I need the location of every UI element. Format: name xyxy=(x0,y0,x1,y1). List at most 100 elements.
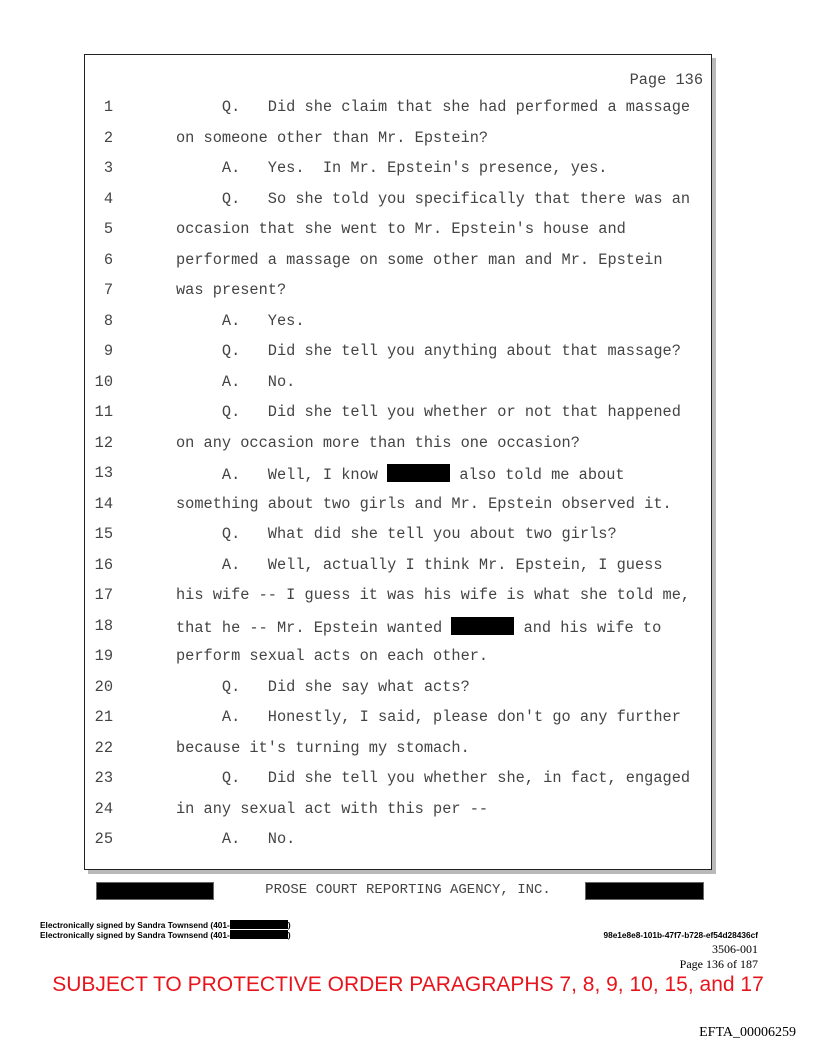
transcript-page: Page 136 1 Q. Did she claim that she had… xyxy=(84,54,712,870)
transcript-line: 11 Q. Did she tell you whether or not th… xyxy=(85,403,711,423)
line-text: something about two girls and Mr. Epstei… xyxy=(176,495,672,513)
line-text-segment: on any occasion more than this one occas… xyxy=(176,433,580,452)
line-text: A. Honestly, I said, please don't go any… xyxy=(176,708,681,726)
line-text: on someone other than Mr. Epstein? xyxy=(176,129,488,147)
transcript-line: 10 A. No. xyxy=(85,373,711,393)
line-number: 16 xyxy=(94,555,113,574)
line-number: 6 xyxy=(103,250,113,269)
page-header: Page 136 xyxy=(629,71,703,89)
line-text-segment: A. Honestly, I said, please don't go any… xyxy=(176,708,681,726)
document-hash: 98e1e8e8-101b-47f7-b728-ef54d28436cf xyxy=(603,930,758,940)
line-text: Q. So she told you specifically that the… xyxy=(176,190,690,208)
line-number: 25 xyxy=(94,830,113,848)
transcript-line: 4 Q. So she told you specifically that t… xyxy=(85,190,711,210)
line-text-segment: A. Well, actually I think Mr. Epstein, I… xyxy=(176,555,663,574)
transcript-line: 16 A. Well, actually I think Mr. Epstein… xyxy=(85,556,711,576)
signature-suffix: ) xyxy=(287,920,291,930)
case-number: 3506-001 xyxy=(712,942,758,956)
line-number: 2 xyxy=(103,128,113,147)
transcript-line: 9 Q. Did she tell you anything about tha… xyxy=(85,342,711,362)
line-text-segment: in any sexual act with this per -- xyxy=(176,799,489,818)
line-number: 3 xyxy=(103,159,113,177)
line-text: A. Yes. In Mr. Epstein's presence, yes. xyxy=(176,159,608,177)
line-text: A. Well, I know also told me about xyxy=(176,464,625,484)
line-text-segment: and his wife to xyxy=(514,618,662,637)
protective-order-notice: SUBJECT TO PROTECTIVE ORDER PARAGRAPHS 7… xyxy=(52,973,764,996)
line-text: A. Well, actually I think Mr. Epstein, I… xyxy=(176,556,663,574)
bates-number: EFTA_00006259 xyxy=(699,1025,796,1040)
transcript-line: 23 Q. Did she tell you whether she, in f… xyxy=(85,769,711,789)
transcript-line: 20 Q. Did she say what acts? xyxy=(85,678,711,698)
line-number: 13 xyxy=(94,464,113,482)
line-number: 1 xyxy=(103,98,113,116)
line-text: that he -- Mr. Epstein wanted and his wi… xyxy=(176,616,662,637)
transcript-line: 13 A. Well, I know also told me about xyxy=(85,464,711,484)
signature-line: Electronically signed by Sandra Townsend… xyxy=(40,920,291,930)
transcript-line: 21 A. Honestly, I said, please don't go … xyxy=(85,708,711,728)
line-text-segment: performed a massage on some other man an… xyxy=(176,250,663,269)
signature-text: Electronically signed by Sandra Townsend… xyxy=(40,930,230,940)
transcript-line: 8 A. Yes. xyxy=(85,312,711,332)
transcript-line: 6 performed a massage on some other man a… xyxy=(85,251,711,271)
transcript-line: 18 that he -- Mr. Epstein wanted and his … xyxy=(85,616,711,637)
line-text: was present? xyxy=(176,281,286,299)
line-text: occasion that she went to Mr. Epstein's … xyxy=(176,220,626,238)
line-text: perform sexual acts on each other. xyxy=(176,647,488,665)
redaction-box xyxy=(585,882,704,900)
line-text-segment: also told me about xyxy=(450,466,625,484)
line-text-segment: on someone other than Mr. Epstein? xyxy=(176,128,489,147)
line-text-segment: Q. Did she tell you anything about that … xyxy=(176,342,681,360)
signature-text: Electronically signed by Sandra Townsend… xyxy=(40,920,230,930)
line-text: Q. Did she say what acts? xyxy=(176,678,470,696)
line-text-segment: perform sexual acts on each other. xyxy=(176,647,489,665)
line-text: his wife -- I guess it was his wife is w… xyxy=(176,586,690,604)
line-text: Q. Did she tell you anything about that … xyxy=(176,342,681,360)
line-number: 9 xyxy=(103,342,113,360)
line-number: 21 xyxy=(94,708,113,726)
line-text-segment: A. Well, I know xyxy=(176,466,388,484)
line-text-segment: Q. What did she tell you about two girls… xyxy=(176,525,617,543)
line-number: 22 xyxy=(94,738,113,757)
line-number: 5 xyxy=(103,220,113,238)
transcript-line: 2 on someone other than Mr. Epstein? xyxy=(85,129,711,149)
line-text-segment: his wife -- I guess it was his wife is w… xyxy=(176,586,691,604)
transcript-line: 3 A. Yes. In Mr. Epstein's presence, yes… xyxy=(85,159,711,179)
line-text-segment: occasion that she went to Mr. Epstein's … xyxy=(176,220,626,238)
line-text: performed a massage on some other man an… xyxy=(176,251,663,269)
transcript-line: 14 something about two girls and Mr. Epst… xyxy=(85,495,711,515)
line-number: 8 xyxy=(103,311,113,330)
line-number: 4 xyxy=(103,189,113,208)
line-text: A. No. xyxy=(176,373,295,391)
signature-line: Electronically signed by Sandra Townsend… xyxy=(40,930,291,940)
line-text: Q. Did she tell you whether or not that … xyxy=(176,403,681,421)
line-text: A. Yes. xyxy=(176,312,305,330)
transcript-line: 22 because it's turning my stomach. xyxy=(85,739,711,759)
line-text-segment: because it's turning my stomach. xyxy=(176,738,470,757)
line-text-segment: something about two girls and Mr. Epstei… xyxy=(176,494,672,513)
line-text: A. No. xyxy=(176,830,295,848)
line-text: Q. Did she tell you whether she, in fact… xyxy=(176,769,690,787)
line-number: 18 xyxy=(94,616,113,635)
line-number: 20 xyxy=(94,677,113,696)
redaction-box xyxy=(229,920,288,929)
transcript-line: 5 occasion that she went to Mr. Epstein's… xyxy=(85,220,711,240)
transcript-line: 1 Q. Did she claim that she had performe… xyxy=(85,98,711,118)
line-text-segment: A. Yes. xyxy=(176,311,305,330)
line-text: because it's turning my stomach. xyxy=(176,739,470,757)
line-number: 14 xyxy=(94,494,113,513)
line-text-segment: Q. Did she tell you whether she, in fact… xyxy=(176,769,691,787)
line-text-segment: Q. So she told you specifically that the… xyxy=(176,189,691,208)
line-text-segment: was present? xyxy=(176,281,287,299)
signature-suffix: ) xyxy=(287,930,291,940)
line-text: in any sexual act with this per -- xyxy=(176,800,488,818)
redaction-box xyxy=(96,882,214,900)
transcript-line: 25 A. No. xyxy=(85,830,711,850)
line-number: 11 xyxy=(94,403,113,421)
line-text-segment: A. No. xyxy=(176,830,296,848)
line-number: 23 xyxy=(94,769,113,787)
line-text-segment: A. No. xyxy=(176,372,296,391)
